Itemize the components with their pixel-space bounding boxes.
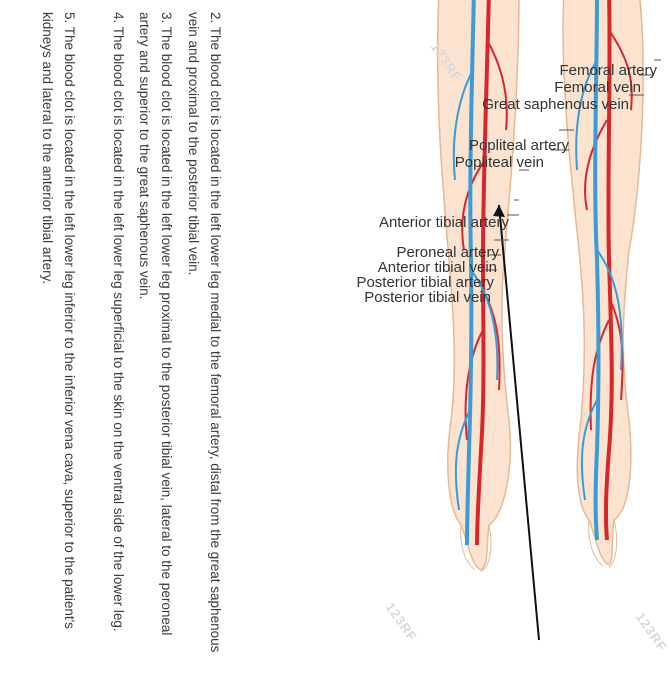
artery-right-branch-a — [584, 29, 633, 431]
artery-right-main — [603, 0, 614, 541]
label-anterior-tibial-artery: Anterior tibial artery — [379, 214, 510, 231]
label-anterior-tibial-vein: Anterior tibial vein — [378, 259, 497, 276]
vein-left-branch-a — [452, 69, 499, 511]
pointer-arrow — [498, 204, 540, 641]
label-posterior-tibial-artery: Posterior tibial artery — [356, 274, 494, 291]
vessel-labels: Femoral artery Femoral vein Great saphen… — [356, 62, 657, 306]
label-femoral-artery: Femoral artery — [559, 62, 657, 79]
label-peroneal-artery: Peroneal artery — [396, 244, 499, 261]
label-popliteal-artery: Popliteal artery — [469, 137, 570, 154]
label-popliteal-vein: Popliteal vein — [455, 154, 544, 171]
leg-silhouette-right — [562, 0, 644, 566]
foot-toes-left — [460, 524, 492, 573]
label-posterior-tibial-vein: Posterior tibial vein — [364, 289, 491, 306]
foot-toes-right — [588, 519, 618, 569]
option-3: 3. The blood clot is located in the left… — [137, 12, 174, 636]
option-4: 4. The blood clot is located in the left… — [111, 12, 126, 632]
label-great-saphenous-vein: Great saphenous vein — [482, 96, 629, 113]
artery-left-main — [475, 0, 491, 546]
leg-vasculature-illustration: Femoral artery Femoral vein Great saphen… — [356, 0, 661, 641]
artery-left-branch-a — [461, 39, 508, 441]
label-leader-lines — [484, 59, 661, 271]
option-5: 5. The blood clot is located in the left… — [40, 12, 77, 629]
option-2: 2. The blood clot is located in the left… — [186, 12, 223, 653]
pointer-arrowhead — [493, 205, 505, 217]
label-femoral-vein: Femoral vein — [554, 79, 641, 96]
vein-left-main — [465, 0, 476, 546]
vein-right-branch-a — [575, 59, 623, 501]
vein-right-main — [593, 0, 601, 541]
